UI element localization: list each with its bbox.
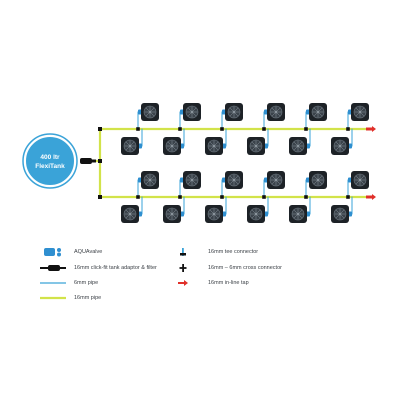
tee-connector-icon bbox=[180, 248, 186, 256]
legend-label-left-1: AQUAvalve bbox=[74, 248, 103, 255]
pot bbox=[309, 103, 327, 121]
pot bbox=[289, 205, 307, 223]
pot bbox=[267, 171, 285, 189]
pot bbox=[141, 103, 159, 121]
legend-label-left-4: 16mm pipe bbox=[74, 294, 102, 301]
legend-label-right-2: 16mm – 6mm cross connector bbox=[208, 264, 282, 271]
pot bbox=[331, 137, 349, 155]
tee-connector-icon bbox=[98, 195, 102, 199]
cross-connector-icon bbox=[304, 127, 308, 131]
pot bbox=[183, 171, 201, 189]
connectors bbox=[98, 109, 376, 217]
cross-connector-icon bbox=[304, 195, 308, 199]
legend-label-left-2: 16mm click-fit tank adaptor & filter bbox=[74, 264, 157, 271]
pot bbox=[267, 103, 285, 121]
pot bbox=[351, 171, 369, 189]
tank-label-line1: 400 ltr bbox=[40, 154, 60, 161]
pot bbox=[331, 205, 349, 223]
pot bbox=[351, 103, 369, 121]
pot bbox=[205, 137, 223, 155]
cross-connector-icon bbox=[220, 127, 224, 131]
tank-label-line2: FlexiTank bbox=[35, 163, 65, 170]
cross-connector-icon bbox=[178, 195, 182, 199]
pot bbox=[121, 137, 139, 155]
pot bbox=[183, 103, 201, 121]
pot bbox=[163, 137, 181, 155]
pot bbox=[205, 205, 223, 223]
pot bbox=[121, 205, 139, 223]
pot bbox=[225, 171, 243, 189]
cross-connector-icon bbox=[136, 195, 140, 199]
tank-adaptor-filter-icon bbox=[80, 158, 96, 164]
pots bbox=[121, 103, 369, 223]
cross-connector-icon bbox=[346, 195, 350, 199]
cross-connector-icon bbox=[262, 127, 266, 131]
6mm-pipe-network bbox=[137, 111, 353, 215]
cross-connector-icon bbox=[179, 264, 187, 272]
pot bbox=[309, 171, 327, 189]
pot bbox=[163, 205, 181, 223]
cross-connector-icon bbox=[220, 195, 224, 199]
tank-outline bbox=[22, 133, 78, 189]
tank-circle bbox=[24, 135, 76, 187]
pot bbox=[141, 171, 159, 189]
tank-adaptor-filter-icon bbox=[40, 265, 66, 271]
cross-connector-icon bbox=[136, 127, 140, 131]
cross-connector-icon bbox=[346, 127, 350, 131]
cross-connector-icon bbox=[178, 127, 182, 131]
pot bbox=[247, 137, 265, 155]
pot bbox=[247, 205, 265, 223]
aquavalve-icon bbox=[44, 248, 61, 257]
legend-label-right-3: 16mm in-line tap bbox=[208, 279, 249, 286]
flexitank: 400 ltr FlexiTank bbox=[22, 133, 78, 189]
tee-connector-icon bbox=[98, 127, 102, 131]
legend-label-left-3: 6mm pipe bbox=[74, 279, 99, 286]
inline-tap-icon bbox=[178, 280, 188, 286]
inline-tap-icon bbox=[366, 126, 376, 132]
inline-tap-icon bbox=[366, 194, 376, 200]
pot bbox=[289, 137, 307, 155]
legend-label-right-1: 16mm tee connector bbox=[208, 248, 259, 255]
cross-connector-icon bbox=[262, 195, 266, 199]
tee-connector-icon bbox=[98, 159, 102, 163]
pot bbox=[225, 103, 243, 121]
legend-icons bbox=[40, 248, 188, 300]
